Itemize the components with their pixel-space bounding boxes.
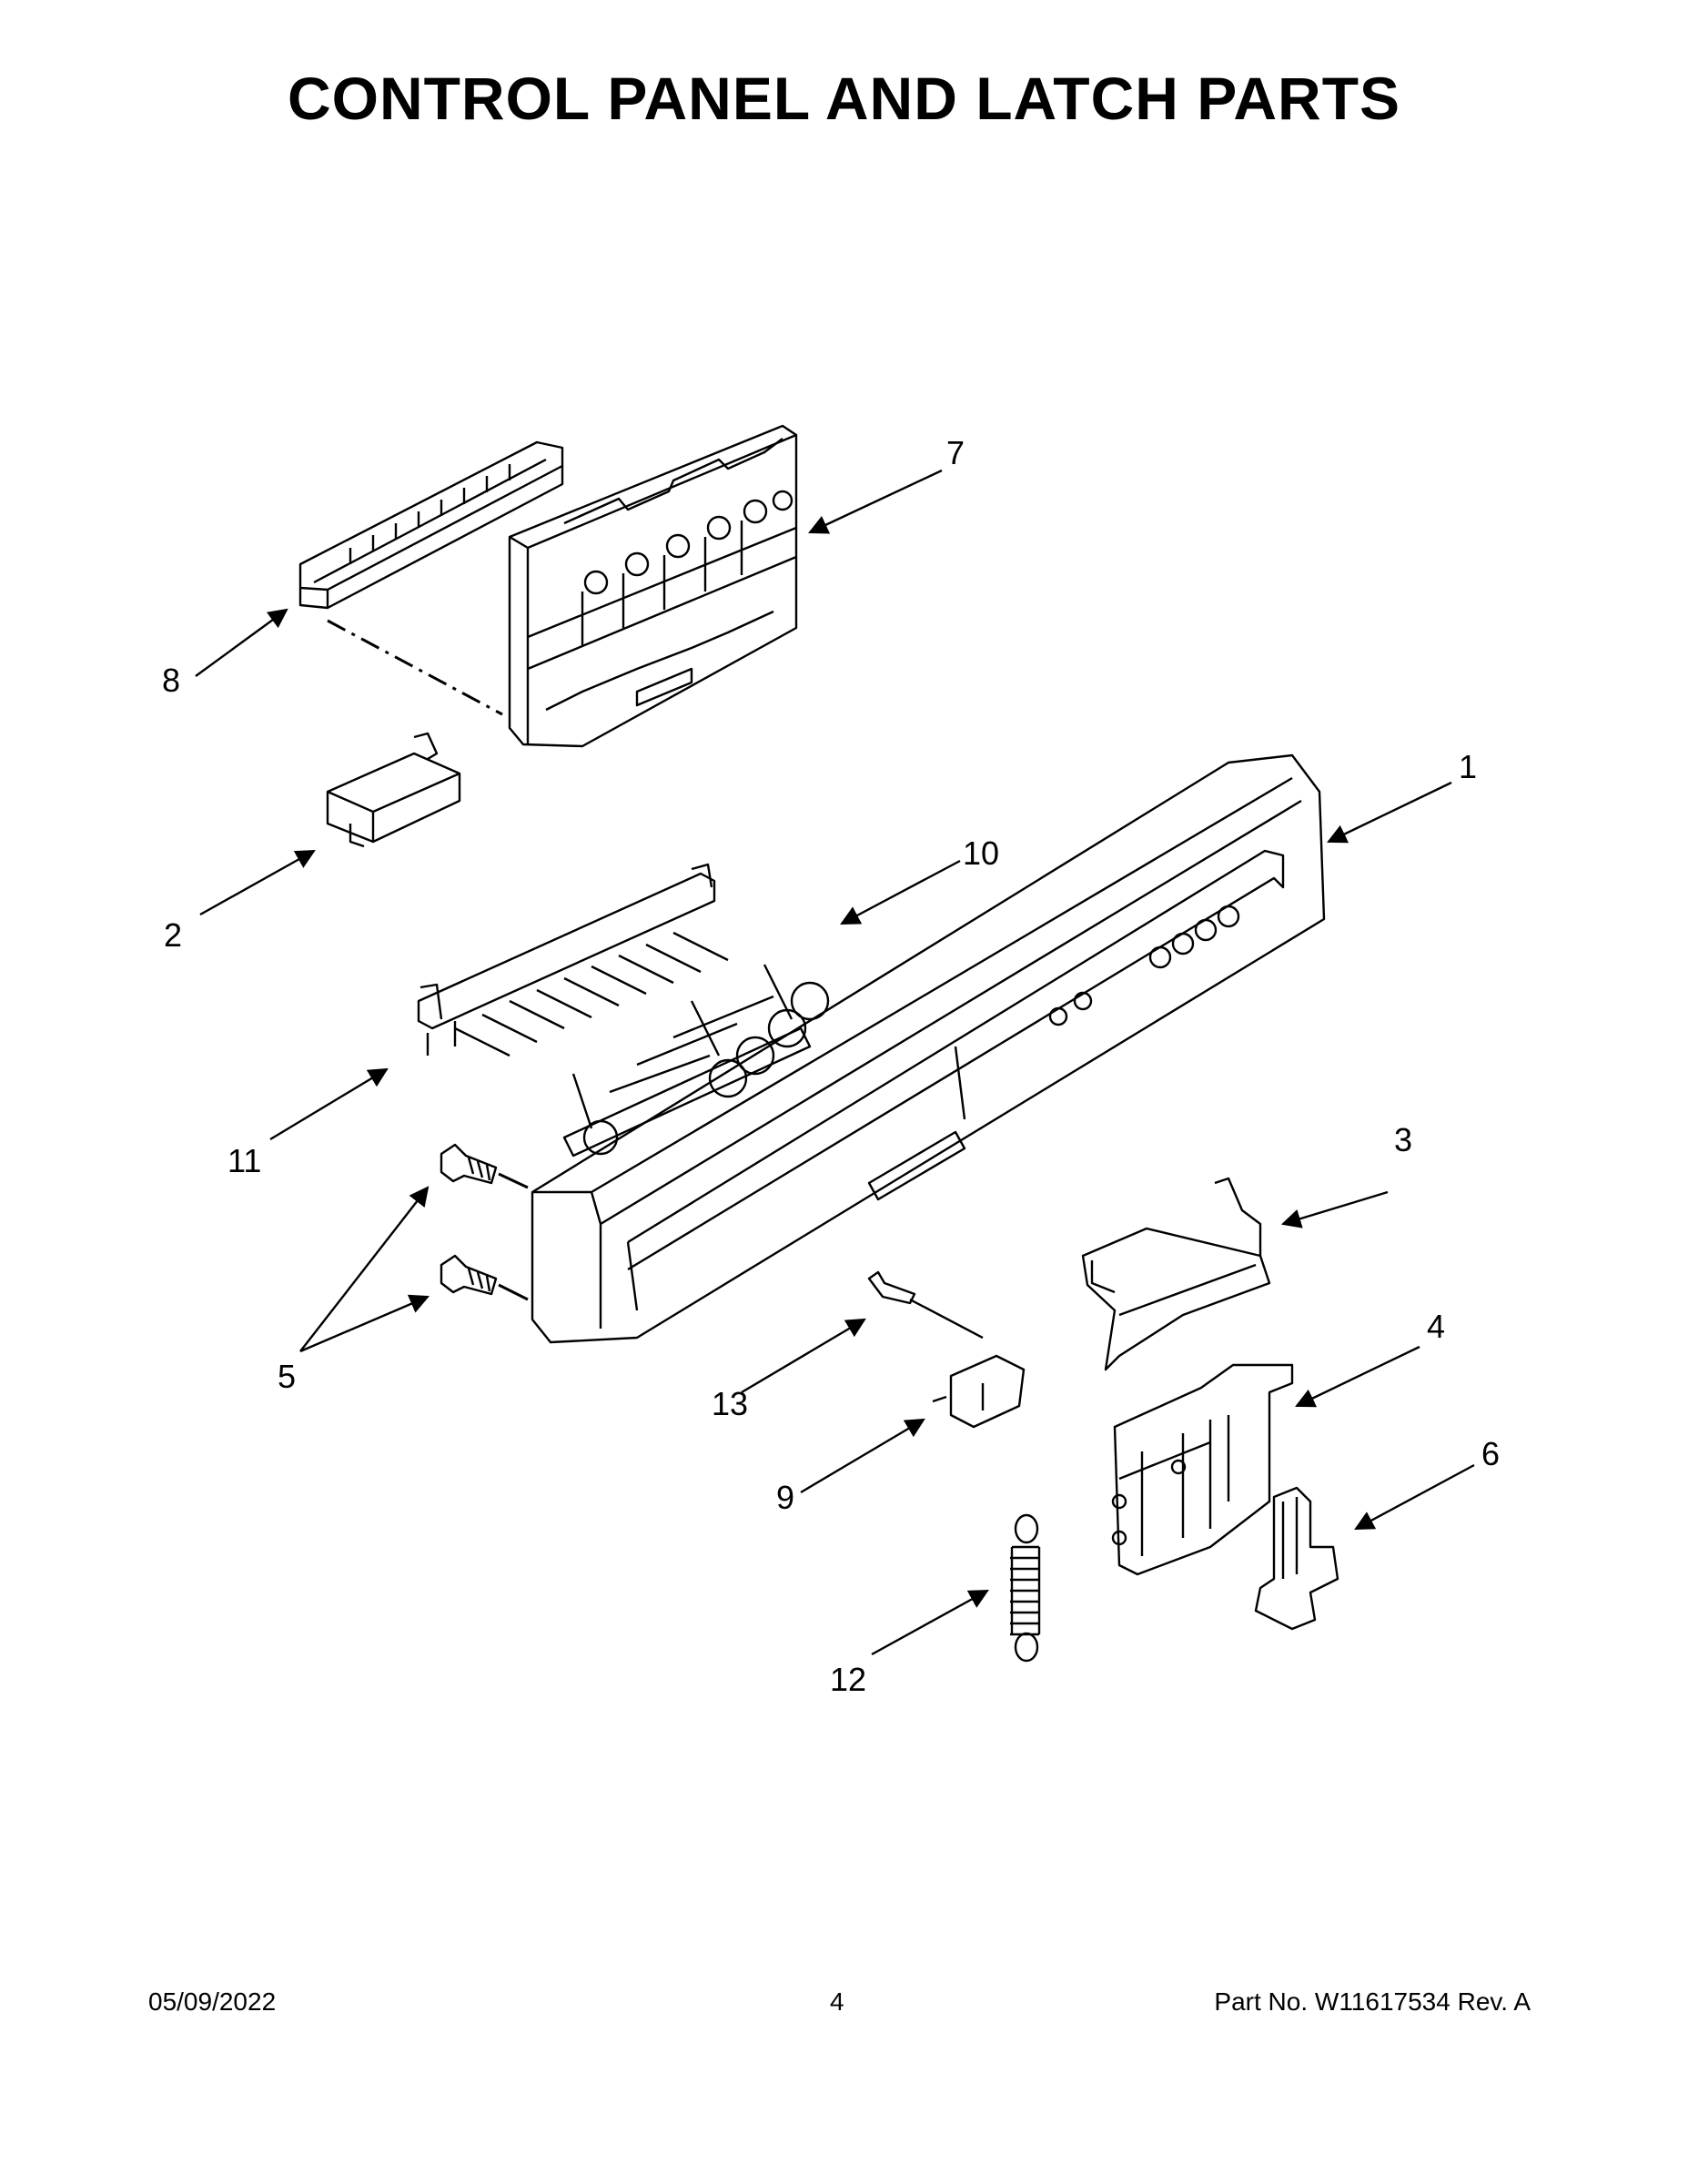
part-10-11-button-actuator	[417, 863, 830, 1158]
callout-11: 11	[227, 1142, 261, 1179]
part-7-control-board	[508, 424, 798, 748]
footer-part-number: Part No. W11617534 Rev. A	[1214, 1987, 1531, 2016]
callout-4: 4	[1427, 1308, 1445, 1345]
screw-alignment-dashes	[498, 1172, 529, 1301]
footer-date: 05/09/2022	[148, 1987, 277, 2016]
part-9-13-switch-screw	[867, 1270, 1026, 1429]
part-3-latch-handle	[1081, 1177, 1271, 1371]
callout-6: 6	[1481, 1435, 1500, 1472]
callout-3: 3	[1394, 1121, 1412, 1158]
callout-1: 1	[1459, 748, 1477, 785]
callout-13: 13	[712, 1385, 748, 1422]
page-title: CONTROL PANEL AND LATCH PARTS	[287, 65, 1401, 132]
part-2-bracket	[326, 732, 461, 848]
callout-2: 2	[164, 916, 182, 954]
part-8-connector-bracket	[298, 440, 564, 610]
callout-labels: 1 2 3 4 5 6 7 8 9 10 11 12 13	[162, 434, 1500, 1698]
callout-10: 10	[963, 834, 999, 872]
part-5-screws	[440, 1143, 498, 1296]
leader-lines	[195, 469, 1475, 1656]
callout-9: 9	[776, 1479, 794, 1516]
part-1-control-panel	[531, 753, 1326, 1344]
callout-5: 5	[278, 1358, 296, 1395]
part-6-latch-catch	[1254, 1486, 1339, 1631]
callout-8: 8	[162, 662, 180, 699]
callout-12: 12	[830, 1661, 866, 1698]
footer-page-number: 4	[830, 1987, 844, 2016]
alignment-line	[327, 619, 503, 716]
part-4-latch-assembly	[1111, 1363, 1294, 1576]
part-12-spring	[1010, 1513, 1041, 1663]
callout-7: 7	[946, 434, 965, 471]
